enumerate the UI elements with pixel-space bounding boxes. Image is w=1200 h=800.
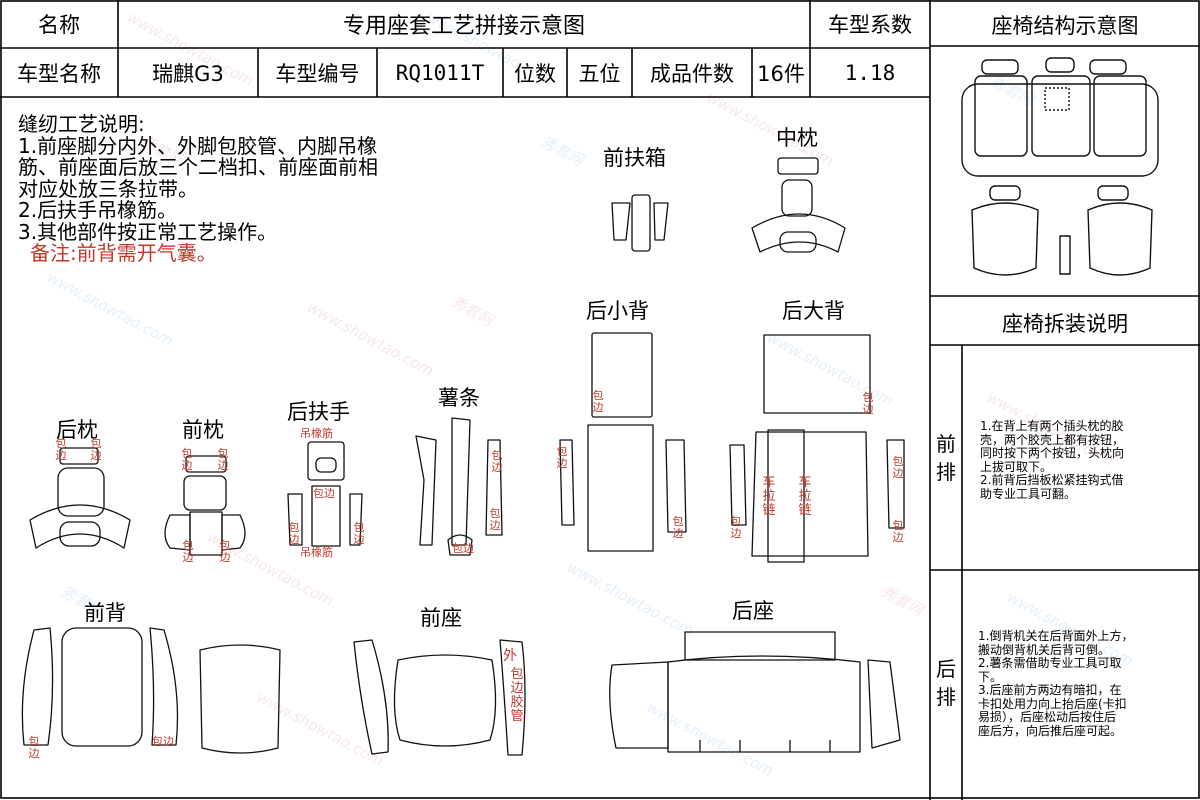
label-seat-count: 位数 [514,61,556,86]
tag-edge-binding: 包边 [313,487,335,500]
piece-front-pillow [164,455,246,556]
piece-middle-pillow [751,157,846,253]
tag-edge-binding: 包边 [28,735,40,760]
label-rear-pillow: 后枕 [56,418,98,442]
seat-count-value: 五位 [578,61,621,86]
tag-edge-binding: 包边 [592,389,604,414]
label-front-armbox: 前扶箱 [603,146,666,170]
instruction-line: 1.在背上有两个插头枕的胶 [980,419,1124,433]
tag-edge-binding: 包边 [217,447,229,472]
notes-line: 1.前座脚分内外、外脚包胶管、内脚吊橡 [18,133,378,158]
notes-title: 缝纫工艺说明: [18,112,145,136]
instruction-line: 3.后座前方两边有暗扣，在 [978,683,1122,697]
tag-edge-binding: 包边 [489,507,501,532]
label-piece-count: 成品件数 [650,61,734,86]
piece-rear-small-back [559,332,687,552]
disassembly-title: 座椅拆装说明 [1002,312,1128,336]
piece-potato-strip [415,417,503,556]
instruction-line: 同时按下两个按钮，头枕向 [980,446,1125,460]
instruction-line: 座后方，向后推后座可起。 [978,723,1123,738]
tag-edge-binding: 包边 [353,521,365,546]
notes-line: 对应处放三条拉带。 [18,176,198,201]
piece-rear-armrest [287,441,363,547]
tag-edge-binding: 包边 [452,542,474,555]
front-row-instructions: 1.在背上有两个插头枕的胶 壳，两个胶壳上都有按钮， 同时按下两个按钮，头枕向 … [980,419,1195,501]
tag-edge-tube: 包边胶管 [510,667,524,724]
label-rear-armrest: 后扶手 [287,400,350,424]
instruction-line: 卡扣处用力向上抬后座(卡扣 [978,696,1127,711]
tag-edge-binding: 包边 [90,437,102,462]
label-rear-small-back: 后小背 [586,299,649,323]
tag-edge-binding: 包边 [152,735,174,748]
label-model-name: 车型名称 [17,61,101,86]
piece-rear-pillow [29,447,131,549]
rear-row-instructions: 1.倒背机关在后背面外上方， 搬动倒背机关后背可倒。 2.薯条需借助专业工具可取… [978,629,1196,738]
tag-edge-binding: 包边 [730,515,742,540]
tag-rubber-band: 吊橡筋 [300,546,333,559]
tag-edge-binding: 包边 [892,455,904,480]
instruction-line: 2.薯条需借助专业工具可取 [978,656,1122,670]
label-model-coefficient: 车型系数 [828,13,912,37]
label-front-back: 前背 [84,601,126,625]
seat-structure-title: 座椅结构示意图 [991,14,1139,38]
piece-rear-seat [609,631,901,753]
piece-front-back [21,627,281,754]
label-model-number: 车型编号 [275,61,360,86]
instruction-line: 搬动倒背机关后背可倒。 [978,642,1111,657]
instruction-line: 上拔可取下。 [980,459,1053,474]
instruction-line: 下。 [978,669,1003,684]
piece-count-value: 16件 [757,61,805,86]
tag-rubber-band: 吊橡筋 [300,427,333,440]
piece-front-seat [353,639,526,756]
tag-edge-binding: 包边 [672,515,684,540]
piece-front-armbox [611,194,669,252]
label-rear-big-back: 后大背 [782,299,845,323]
notes-remark: 备注:前背需开气囊。 [30,241,217,265]
seat-structure-figure [961,57,1159,276]
piece-rear-big-back [729,334,905,563]
tag-edge-binding: 包边 [862,391,874,416]
tag-edge-binding: 包边 [55,437,67,462]
tag-edge-binding: 包边 [182,539,194,564]
front-row-label: 前排 [936,432,956,484]
sewing-notes: 缝纫工艺说明: 1.前座脚分内外、外脚包胶管、内脚吊橡 筋、前座面后放三个二档扣… [18,112,498,265]
instruction-line: 1.倒背机关在后背面外上方， [978,629,1134,643]
page-title: 专用座套工艺拼接示意图 [342,14,585,39]
label-potato-strip: 薯条 [438,386,480,410]
tag-edge-binding: 包边 [491,449,503,474]
tag-edge-binding: 包边 [288,521,300,546]
model-name-value: 瑞麒G3 [152,61,224,86]
label-front-seat: 前座 [420,606,462,630]
notes-line: 筋、前座面后放三个二档扣、前座面前相 [18,155,378,179]
tag-edge-binding: 包边 [219,539,231,564]
tag-zipper: 车拉链 [762,475,776,518]
instruction-line: 助专业工具可翻。 [980,486,1077,501]
rear-row-label: 后排 [936,657,956,709]
tag-edge-binding: 包边 [181,447,193,472]
instruction-line: 2.前背后挡板松紧挂钩式借 [980,473,1124,487]
tag-zipper: 车拉链 [798,475,812,518]
notes-line: 3.其他部件按正常工艺操作。 [18,219,278,244]
model-coefficient-value: 1.18 [844,60,896,85]
tag-edge-binding: 包边 [892,519,904,544]
instruction-line: 壳，两个胶壳上都有按钮， [980,432,1125,447]
label-front-pillow: 前枕 [182,418,224,442]
label-middle-pillow: 中枕 [776,126,818,150]
tag-outer: 外 [503,648,517,664]
label-name: 名称 [38,13,80,37]
label-rear-seat: 后座 [732,599,774,623]
notes-line: 2.后扶手吊橡筋。 [18,198,178,222]
model-number-value: RQ1011T [395,60,485,85]
instruction-line: 易损），后座松动后按住后 [978,710,1117,724]
tag-edge-binding: 包边 [556,445,568,470]
